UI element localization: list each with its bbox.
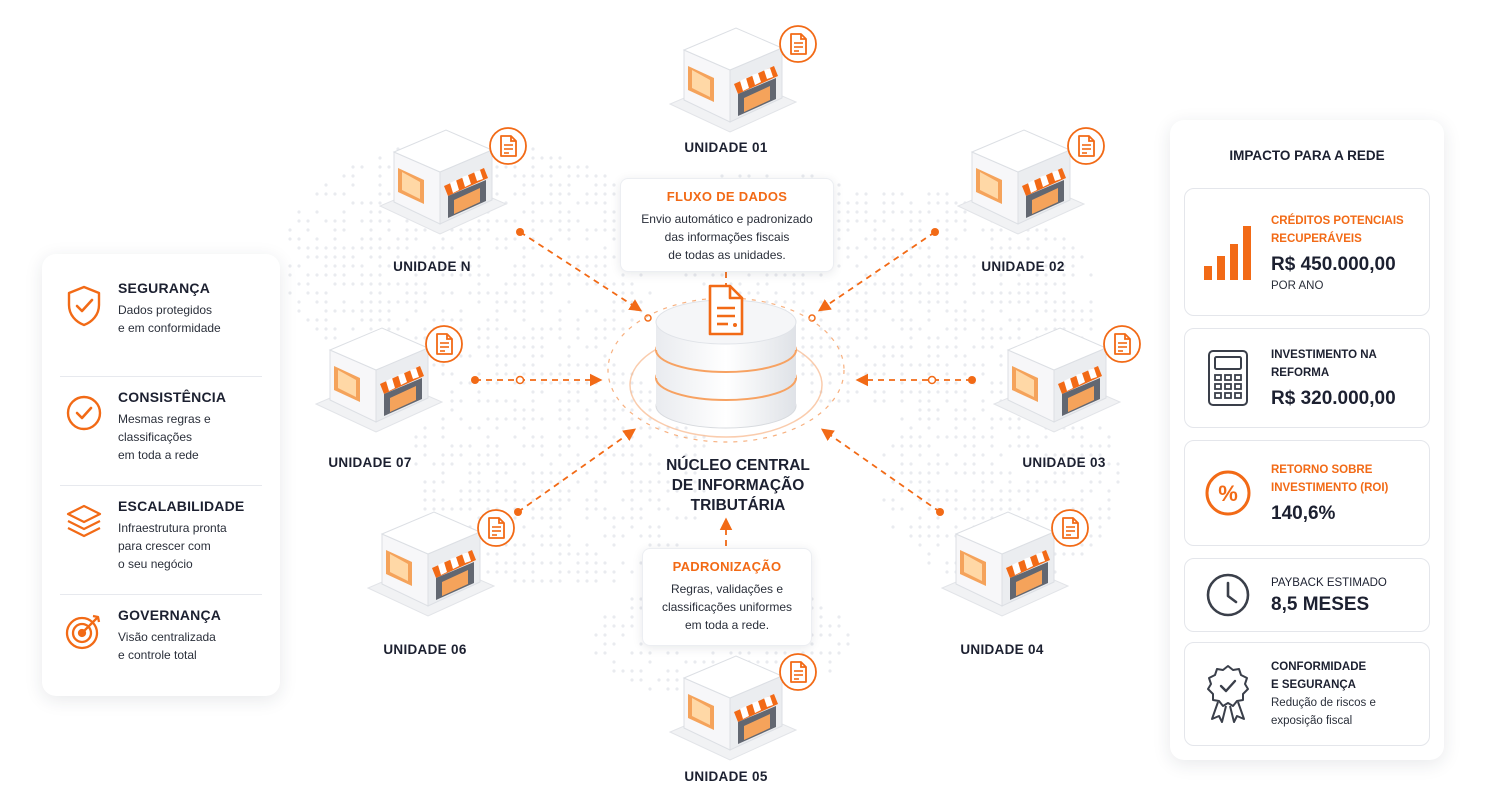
- card-value: 140,6%: [1271, 503, 1336, 524]
- callout-padronizacao: PADRONIZAÇÃO Regras, validações e classi…: [642, 548, 812, 646]
- card-label: INVESTIMENTO NA REFORMA: [1271, 349, 1377, 379]
- feature-desc: Dados protegidos: [118, 303, 213, 317]
- core-label-line: DE INFORMAÇÃO: [671, 477, 805, 494]
- unit-label-07: UNIDADE 07: [328, 455, 412, 470]
- card-value: 8,5 MESES: [1271, 594, 1370, 615]
- feature-desc: o seu negócio: [118, 557, 193, 571]
- card-label: CONFORMIDADE: [1271, 661, 1367, 673]
- card-value: R$ 320.000,00: [1271, 388, 1396, 409]
- feature-desc: Infraestrutura pronta: [118, 521, 227, 535]
- unit-label-n: UNIDADE N: [393, 259, 471, 274]
- badge-check-icon: [1199, 664, 1257, 724]
- unit-label-02: UNIDADE 02: [981, 259, 1065, 274]
- document-badge-icon: [1102, 324, 1142, 369]
- card-investimento: INVESTIMENTO NA REFORMA R$ 320.000,00: [1184, 328, 1430, 428]
- callout-title: PADRONIZAÇÃO: [672, 559, 782, 574]
- feature-governanca: GOVERNANÇA Visão centralizada e controle…: [60, 595, 262, 704]
- store-unidade-03: [980, 318, 1150, 438]
- connector-unidade-02: [817, 231, 936, 312]
- percent-icon: %: [1199, 468, 1257, 518]
- feature-desc: Visão centralizada: [118, 630, 216, 644]
- document-badge-icon: [778, 652, 818, 697]
- target-icon: [64, 611, 104, 692]
- card-label: PAYBACK ESTIMADO: [1271, 577, 1387, 589]
- core-label: NÚCLEO CENTRAL DE INFORMAÇÃO TRIBUTÁRIA: [638, 456, 838, 516]
- store-unidade-06: [354, 502, 524, 622]
- feature-title: GOVERNANÇA: [118, 607, 222, 623]
- store-unidade-04: [928, 502, 1098, 622]
- card-desc: Redução de riscos e: [1271, 697, 1376, 709]
- callout-fluxo-de-dados: FLUXO DE DADOS Envio automático e padron…: [620, 178, 834, 272]
- feature-title: ESCALABILIDADE: [118, 498, 245, 514]
- card-label: CRÉDITOS POTENCIAIS: [1271, 215, 1404, 227]
- store-unidade-05: [656, 646, 826, 766]
- feature-desc: para crescer com: [118, 539, 211, 553]
- connector-unidade-06: [517, 428, 637, 513]
- unit-label-06: UNIDADE 06: [383, 642, 467, 657]
- store-unidade-07: [302, 318, 472, 438]
- card-roi: % RETORNO SOBRE INVESTIMENTO (ROI) 140,6…: [1184, 440, 1430, 546]
- callout-line: Envio automático e padronizado: [641, 212, 813, 226]
- document-badge-icon: [1050, 508, 1090, 553]
- feature-desc: em toda a rede: [118, 448, 199, 462]
- impact-panel-title: IMPACTO PARA A REDE: [1229, 148, 1385, 163]
- callout-line: Regras, validações e: [670, 582, 784, 596]
- unit-label-03: UNIDADE 03: [1022, 455, 1106, 470]
- svg-text:%: %: [1218, 481, 1238, 506]
- benefits-panel: SEGURANÇA Dados protegidos e em conformi…: [42, 254, 280, 696]
- card-label: RECUPERÁVEIS: [1271, 233, 1362, 245]
- store-unidade-02: [944, 120, 1114, 240]
- card-sub: POR ANO: [1271, 280, 1324, 292]
- store-unidade-01: [656, 18, 826, 138]
- connector-unidade-n: [519, 231, 643, 312]
- card-creditos: CRÉDITOS POTENCIAIS RECUPERÁVEIS R$ 450.…: [1184, 188, 1430, 316]
- callout-line: das informações fiscais: [664, 230, 790, 244]
- callout-title: FLUXO DE DADOS: [666, 189, 788, 204]
- impact-panel: IMPACTO PARA A REDE CRÉDITOS POTENCIAIS …: [1170, 120, 1444, 760]
- calculator-icon: [1199, 349, 1257, 407]
- card-desc: exposição fiscal: [1271, 715, 1353, 727]
- document-badge-icon: [1066, 126, 1106, 171]
- feature-title: CONSISTÊNCIA: [118, 389, 227, 405]
- card-conformidade: CONFORMIDADE E SEGURANÇA Redução de risc…: [1184, 642, 1430, 746]
- callout-line: de todas as unidades.: [668, 248, 786, 262]
- feature-consistencia: CONSISTÊNCIA Mesmas regras e classificaç…: [60, 377, 262, 486]
- callout-line: em toda a rede.: [684, 618, 770, 632]
- store-unidade-n: [366, 120, 536, 240]
- connector-unidade-04: [820, 428, 941, 513]
- feature-escalabilidade: ESCALABILIDADE Infraestrutura pronta par…: [60, 486, 262, 595]
- document-badge-icon: [488, 126, 528, 171]
- card-label: INVESTIMENTO (ROI): [1271, 482, 1389, 494]
- callout-line: classificações uniformes: [661, 600, 793, 614]
- bar-chart-icon: [1199, 222, 1257, 282]
- document-badge-icon: [476, 508, 516, 553]
- feature-desc: Mesmas regras e: [118, 412, 211, 426]
- core-database-icon: [655, 284, 797, 429]
- feature-desc: classificações: [118, 430, 193, 444]
- card-label: E SEGURANÇA: [1271, 679, 1356, 691]
- clock-icon: [1199, 571, 1257, 619]
- card-payback: PAYBACK ESTIMADO 8,5 MESES: [1184, 558, 1430, 632]
- unit-label-01: UNIDADE 01: [684, 140, 768, 155]
- feature-desc: e em conformidade: [118, 321, 221, 335]
- core-label-line: NÚCLEO CENTRAL: [666, 457, 810, 474]
- layers-icon: [64, 502, 104, 582]
- shield-check-icon: [64, 284, 104, 364]
- feature-title: SEGURANÇA: [118, 280, 211, 296]
- feature-seguranca: SEGURANÇA Dados protegidos e em conformi…: [60, 268, 262, 377]
- unit-label-04: UNIDADE 04: [960, 642, 1044, 657]
- feature-desc: e controle total: [118, 648, 197, 662]
- core-label-line: TRIBUTÁRIA: [690, 497, 786, 514]
- check-circle-icon: [64, 393, 104, 473]
- card-label: RETORNO SOBRE: [1271, 464, 1373, 476]
- document-badge-icon: [424, 324, 464, 369]
- card-value: R$ 450.000,00: [1271, 254, 1396, 275]
- document-badge-icon: [778, 24, 818, 69]
- unit-label-05: UNIDADE 05: [684, 769, 768, 784]
